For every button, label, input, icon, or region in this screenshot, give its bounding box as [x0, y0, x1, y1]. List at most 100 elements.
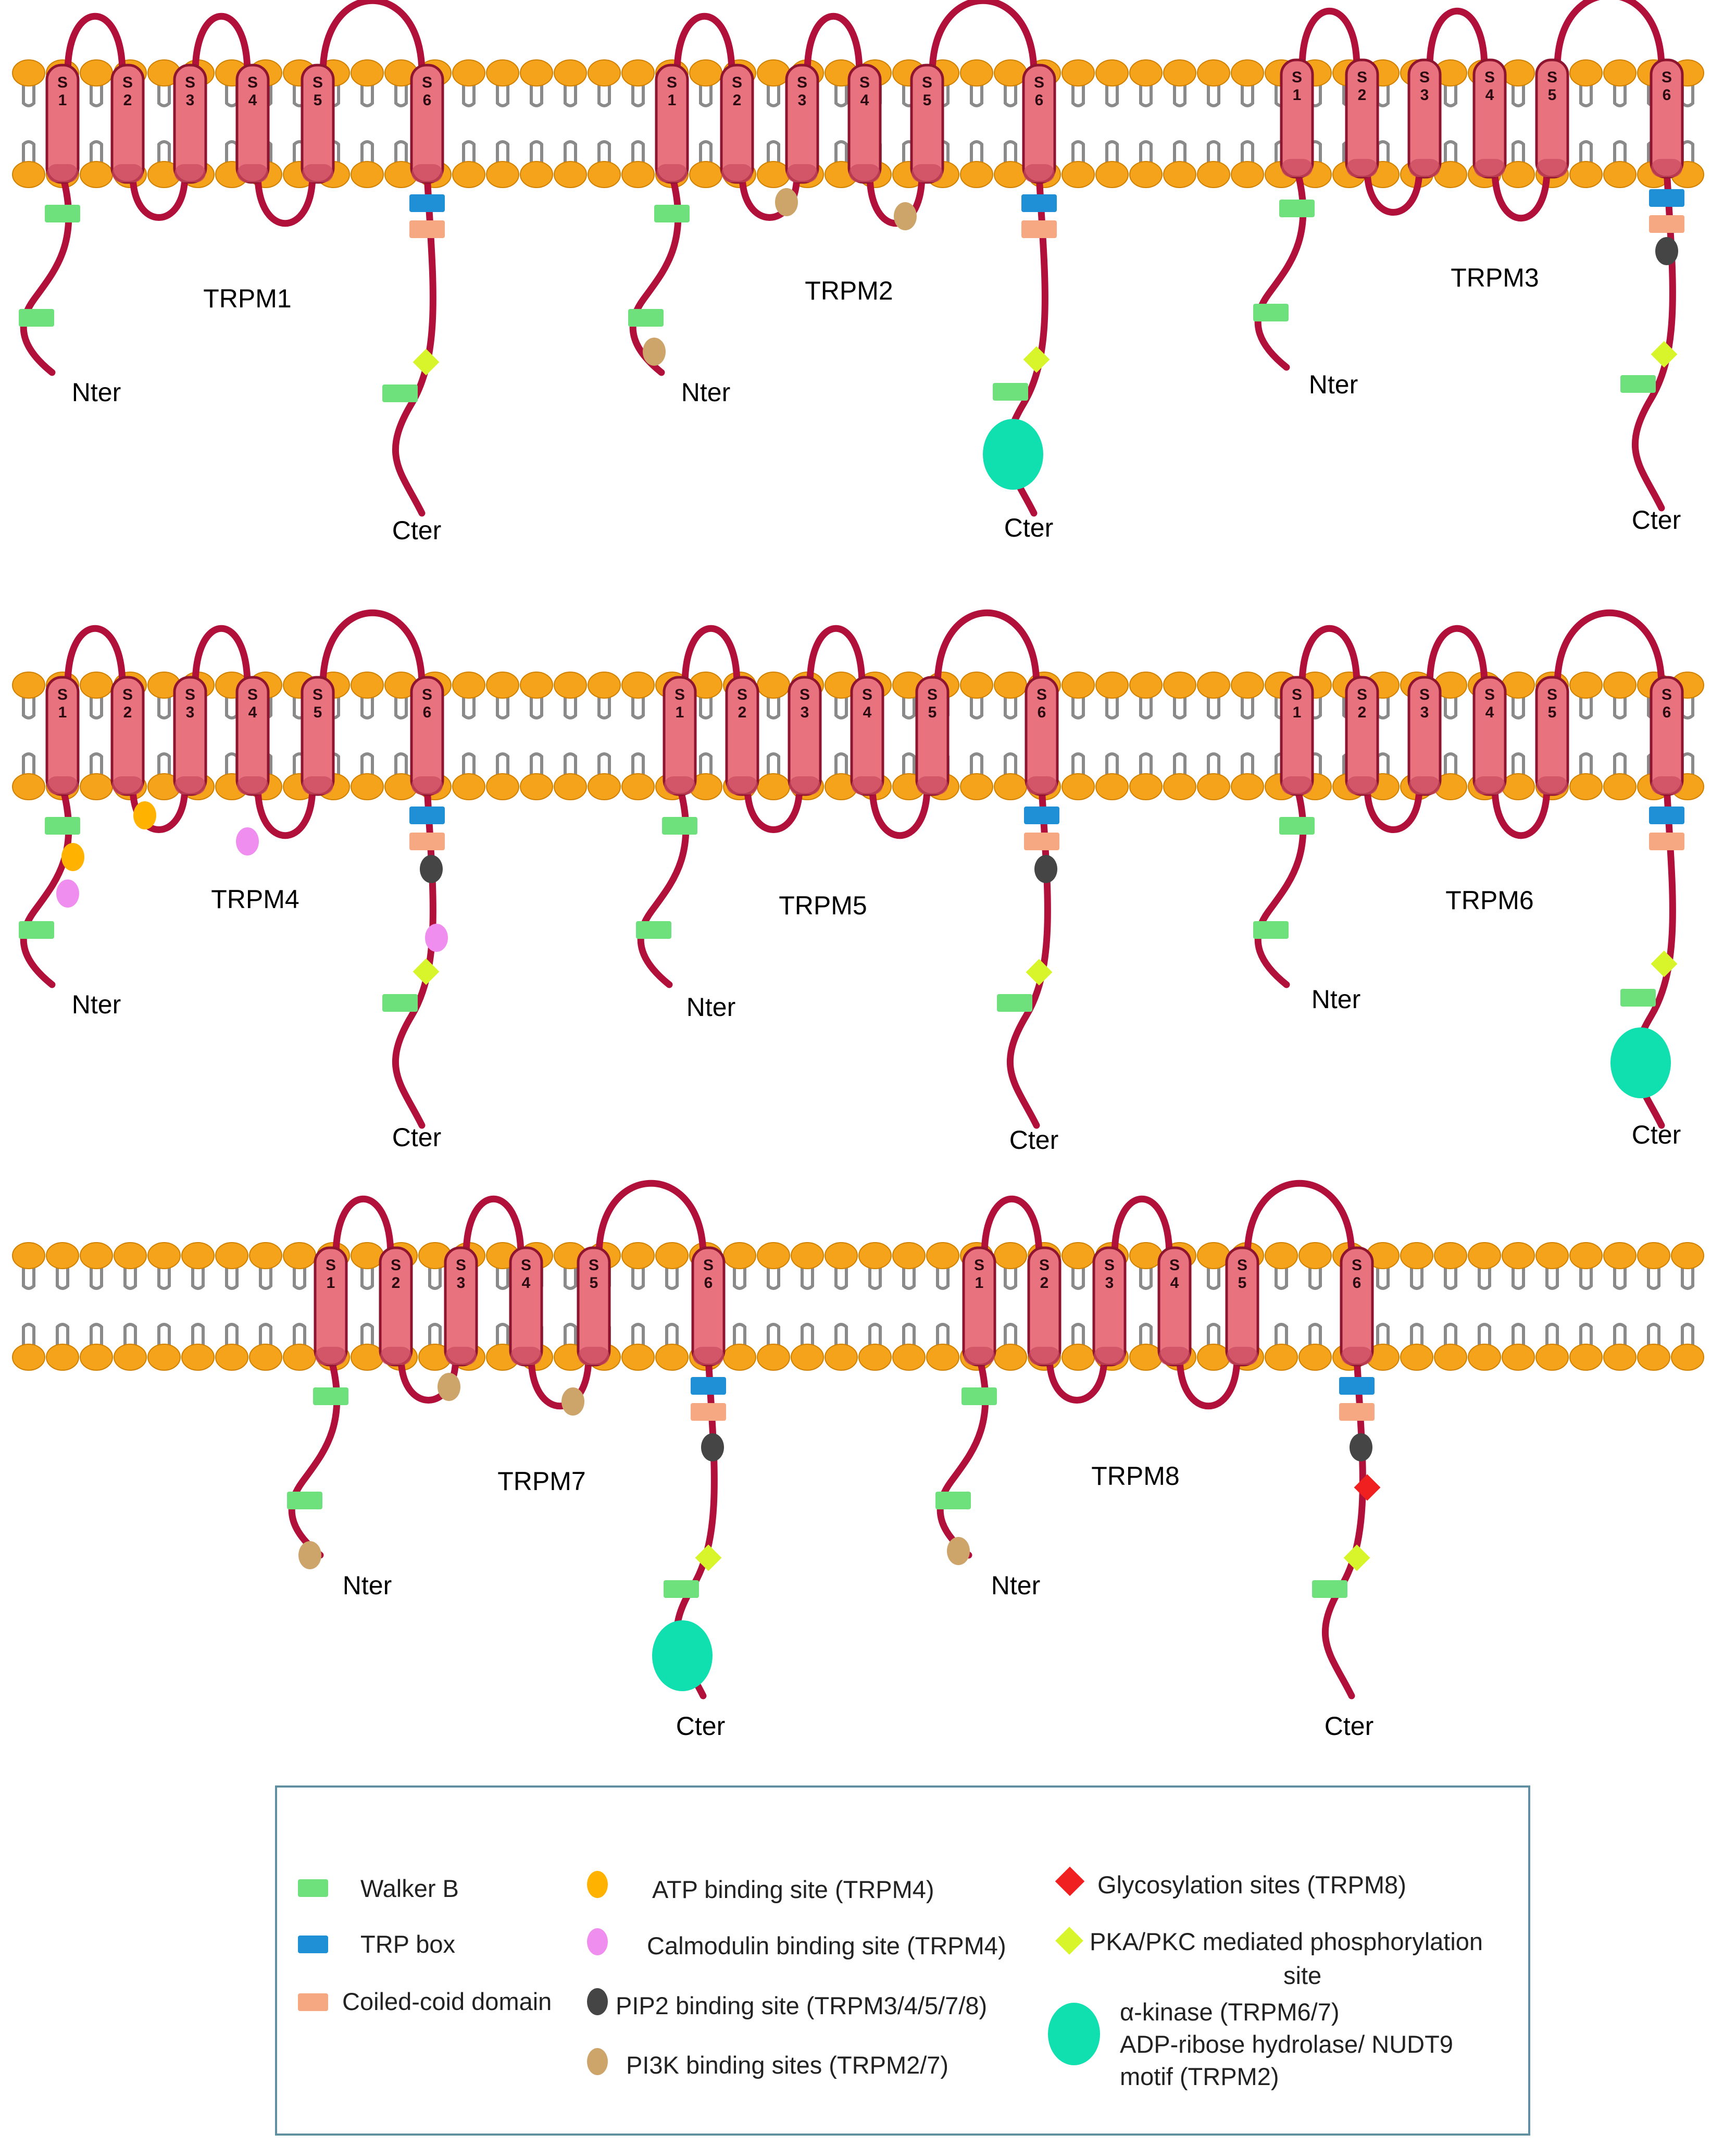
helix-label-number: 4: [1170, 1274, 1179, 1292]
lipid: [1366, 1242, 1400, 1371]
lipid-head-lower: [215, 1344, 248, 1371]
lipid: [1502, 59, 1535, 188]
lipid-head-lower: [147, 1344, 181, 1371]
lipid-head-upper: [621, 672, 655, 699]
lipid-head-upper: [46, 1242, 79, 1269]
intracellular-loop: [1046, 1354, 1108, 1404]
lipid: [80, 1242, 113, 1371]
helix-label-letter: S: [391, 1257, 401, 1274]
helix-label-letter: S: [185, 686, 195, 703]
helix-label-number: 6: [1038, 704, 1046, 721]
pka-pkc-marker: [413, 958, 440, 985]
helix-s4: S4: [509, 1246, 543, 1367]
calmodulin-site-marker: [425, 924, 448, 952]
lipid-head-upper: [1603, 1242, 1637, 1269]
lipid-tail-lower: [564, 140, 577, 166]
helix-label-number: 2: [1358, 86, 1367, 104]
lipid-head-lower: [1400, 1344, 1433, 1371]
walker-b-marker: [1253, 304, 1289, 321]
lipid-tail-lower: [970, 752, 983, 778]
lipid-tail-lower: [699, 752, 713, 778]
lipid-tail-upper: [157, 81, 171, 107]
lipid-tail-lower: [1241, 140, 1254, 166]
walker-b-marker: [19, 921, 54, 939]
helix-s4: S4: [235, 64, 270, 184]
lipid: [1569, 672, 1603, 800]
helix-label-letter: S: [1039, 1257, 1050, 1274]
intracellular-loop: [869, 783, 931, 839]
helix-label-number: 3: [457, 1274, 466, 1292]
helix-shade: [174, 776, 206, 795]
lipid-head-lower: [1129, 1344, 1163, 1371]
lipid: [858, 1242, 892, 1371]
pka-pkc-marker: [413, 349, 440, 376]
lipid-head-upper: [825, 1242, 858, 1269]
lipid-head-lower: [114, 1344, 147, 1371]
lipid-tail-upper: [970, 693, 983, 720]
lipid: [554, 672, 587, 800]
helix-s4: S4: [847, 64, 882, 184]
channel-name-trpm2: TRPM2: [805, 276, 893, 305]
lipid: [1603, 672, 1637, 800]
lipid: [351, 1242, 384, 1371]
lipid: [486, 59, 519, 188]
lipid-tail-upper: [902, 1264, 916, 1290]
lipid: [1603, 1242, 1637, 1371]
helix-shade: [1026, 776, 1057, 795]
lipid-head-lower: [994, 773, 1027, 800]
lipid-tail-lower: [496, 140, 509, 166]
n-terminal-tail: [629, 171, 682, 376]
helix-s5: S5: [1535, 676, 1569, 796]
helix-shade: [1651, 776, 1682, 795]
lipid-tail-upper: [834, 81, 848, 107]
lipid: [1400, 1242, 1433, 1371]
helix-s3: S3: [1092, 1246, 1127, 1367]
lipid-head-lower: [1535, 1344, 1569, 1371]
lipid-tail-lower: [496, 752, 509, 778]
channel-name-trpm5: TRPM5: [779, 891, 867, 920]
walker-b-marker: [45, 817, 80, 835]
lipid-head-upper: [1400, 1242, 1433, 1269]
lipid-tail-upper: [1444, 1264, 1457, 1290]
lipid-tail-upper: [496, 693, 509, 720]
lipid-tail-lower: [462, 752, 476, 778]
helix-label-letter: S: [1036, 686, 1047, 703]
lipid-tail-upper: [868, 1264, 882, 1290]
lipid-tail-upper: [462, 81, 476, 107]
helix-label-letter: S: [589, 1257, 599, 1274]
coiled-coil-marker: [1649, 833, 1684, 850]
helix-label-letter: S: [1292, 69, 1302, 86]
lipid-tail-upper: [1207, 1264, 1220, 1290]
helix-s6: S6: [1650, 676, 1684, 796]
lipid-tail-upper: [1105, 693, 1119, 720]
lipid-tail-lower: [1071, 752, 1085, 778]
lipid-head-lower: [1061, 161, 1095, 188]
lipid-tail-lower: [90, 752, 103, 778]
pi3k-site-marker: [894, 202, 917, 230]
extracellular-loop: [1426, 625, 1488, 689]
lipid-tail-upper: [360, 693, 374, 720]
helix-shade: [1537, 159, 1568, 177]
helix-label-number: 3: [186, 704, 195, 721]
extracellular-loop: [804, 13, 863, 77]
lipid-head-upper: [791, 1242, 824, 1269]
helix-shade: [411, 776, 443, 795]
helix-s1: S1: [45, 64, 80, 184]
lipid-tail-lower: [631, 1323, 645, 1349]
lipid-head-lower: [554, 161, 587, 188]
lipid-head-lower: [1231, 773, 1264, 800]
walker-b-marker: [664, 1580, 699, 1598]
intracellular-loop: [1176, 1354, 1241, 1409]
lipid-tail-lower: [665, 1323, 679, 1349]
lipid: [452, 59, 485, 188]
lipid-head-lower: [452, 161, 485, 188]
intracellular-loop: [129, 171, 189, 221]
lipid-head-lower: [351, 1344, 384, 1371]
helix-shade: [578, 1347, 609, 1365]
lipid: [12, 59, 45, 188]
legend-kinase-line3: motif (TRPM2): [1120, 2063, 1279, 2090]
pi3k-site-marker: [947, 1537, 970, 1565]
lipid-head-lower: [1095, 773, 1129, 800]
lipid-tail-lower: [1647, 1323, 1660, 1349]
lipid: [80, 672, 113, 800]
